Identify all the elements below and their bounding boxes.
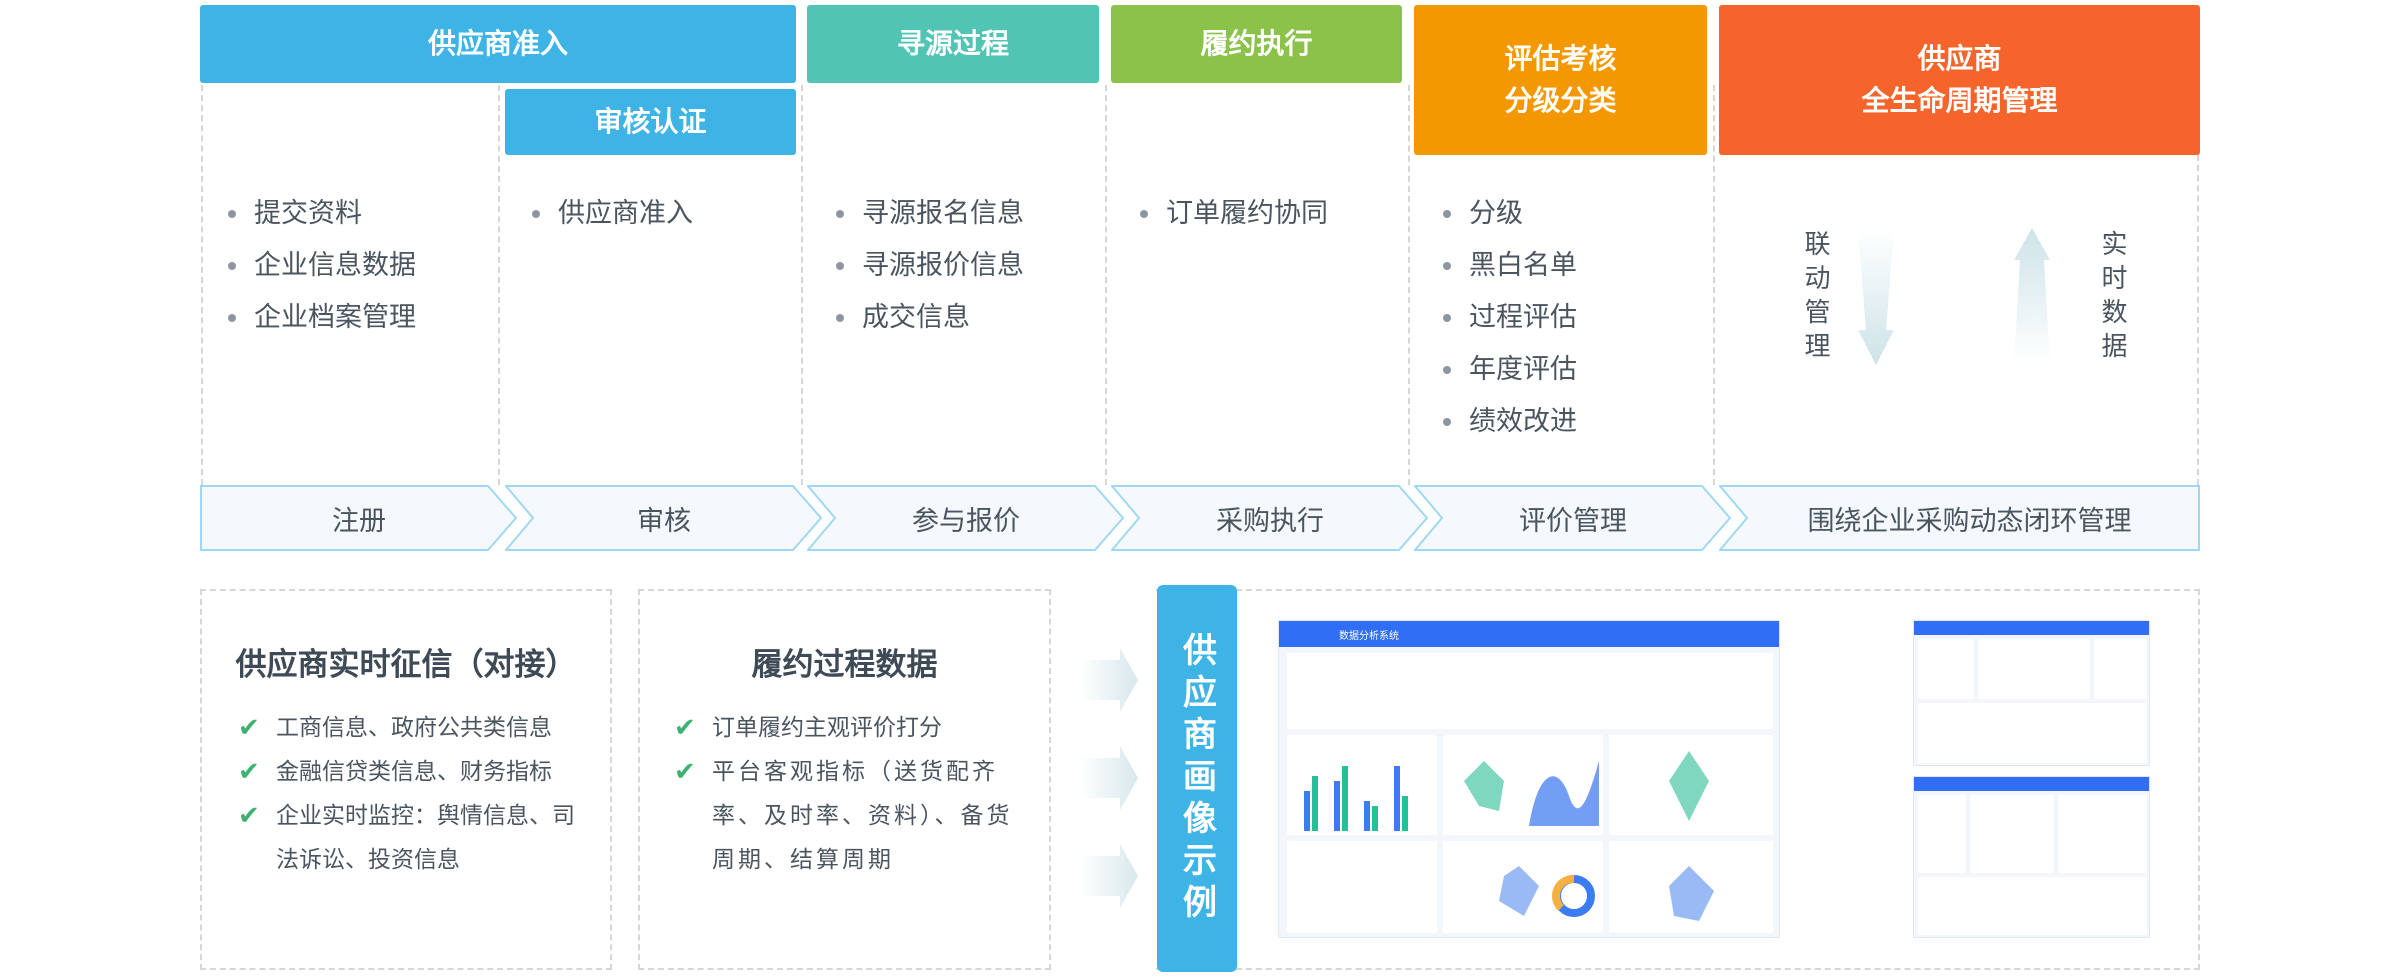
dashboard-screenshot-secondary	[1913, 620, 2150, 766]
portrait-tab: 供应商画像示例	[1157, 585, 1237, 972]
list-item: 分级	[1443, 188, 1577, 240]
flow-arrows-icon	[1080, 648, 1138, 908]
dashboard-nav: 数据分析系统	[1279, 621, 1779, 647]
step-register: 注册	[200, 485, 518, 551]
list-item: ✔金融信贷类信息、财务指标	[238, 750, 582, 794]
check-icon: ✔	[674, 757, 699, 787]
dashboard-nav	[1914, 621, 2149, 635]
divider	[2197, 155, 2199, 485]
donut-chart-thumbnail	[1552, 875, 1595, 917]
bullet-list-evaluation: 分级 黑白名单 过程评估 年度评估 绩效改进	[1443, 188, 1577, 448]
credit-info-box: 供应商实时征信（对接） ✔工商信息、政府公共类信息 ✔金融信贷类信息、财务指标 …	[200, 589, 612, 970]
list-item: 订单履约协同	[1140, 188, 1328, 240]
stage-header-fulfilment: 履约执行	[1111, 5, 1402, 83]
dashboard-screenshot-tertiary	[1913, 776, 2150, 938]
stage-header-lifecycle: 供应商 全生命周期管理	[1719, 5, 2200, 155]
list-item: 黑白名单	[1443, 240, 1577, 292]
list-item: 寻源报价信息	[836, 240, 1024, 292]
list-item: ✔工商信息、政府公共类信息	[238, 706, 582, 750]
divider	[498, 85, 500, 485]
realtime-data-label: 实时数据	[2097, 230, 2127, 366]
supplier-portrait-panel	[1156, 589, 2200, 970]
fulfilment-box-title: 履约过程数据	[751, 647, 938, 683]
step-quote: 参与报价	[807, 485, 1125, 551]
step-audit: 审核	[505, 485, 823, 551]
stage-header-audit-certification: 审核认证	[505, 89, 796, 155]
divider	[1408, 85, 1410, 485]
stage-header-sourcing: 寻源过程	[807, 5, 1099, 83]
step-closed-loop-management: 围绕企业采购动态闭环管理	[1719, 485, 2200, 551]
list-item: ✔企业实时监控：舆情信息、司法诉讼、投资信息	[238, 794, 582, 882]
bar-chart-thumbnail	[1304, 766, 1408, 831]
bullet-list-fulfilment: 订单履约协同	[1140, 188, 1328, 240]
evaluation-title-line2: 分级分类	[1504, 84, 1617, 117]
check-icon: ✔	[674, 713, 696, 743]
divider	[201, 85, 203, 485]
list-item: ✔平台客观指标（送货配齐率、及时率、资料）、备货周期、结算周期	[674, 750, 1021, 882]
lifecycle-title-line2: 全生命周期管理	[1861, 84, 2058, 117]
list-item: 过程评估	[1443, 292, 1577, 344]
bullet-list-audit: 供应商准入	[532, 188, 693, 240]
list-item: 供应商准入	[532, 188, 693, 240]
area-chart-thumbnail	[1529, 761, 1599, 826]
radar-chart-thumbnail	[1499, 866, 1539, 916]
arrow-down-icon	[1858, 230, 1894, 365]
step-purchase-execution: 采购执行	[1111, 485, 1429, 551]
bullet-list-registration: 提交资料 企业信息数据 企业档案管理	[228, 188, 416, 344]
list-item: 寻源报名信息	[836, 188, 1024, 240]
lifecycle-title-line1: 供应商	[1917, 42, 2002, 75]
radar-chart-thumbnail	[1464, 761, 1504, 811]
check-icon: ✔	[238, 713, 260, 743]
dashboard-screenshot-main: 数据分析系统	[1278, 620, 1780, 938]
bullet-list-sourcing: 寻源报名信息 寻源报价信息 成交信息	[836, 188, 1024, 344]
list-item: 年度评估	[1443, 344, 1577, 396]
linked-management-label: 联动管理	[1800, 230, 1830, 366]
radar-chart-thumbnail	[1669, 751, 1709, 821]
check-icon: ✔	[238, 757, 260, 787]
divider	[1713, 85, 1715, 485]
fulfilment-data-box: 履约过程数据 ✔订单履约主观评价打分 ✔平台客观指标（送货配齐率、及时率、资料）…	[638, 589, 1051, 970]
portrait-tab-label: 供应商画像示例	[1176, 631, 1217, 926]
check-icon: ✔	[238, 801, 260, 831]
list-item: 企业信息数据	[228, 240, 416, 292]
arrow-up-icon	[2014, 228, 2050, 363]
evaluation-title-line1: 评估考核	[1504, 42, 1617, 75]
step-evaluation-management: 评价管理	[1414, 485, 1732, 551]
list-item: 企业档案管理	[228, 292, 416, 344]
list-item: 绩效改进	[1443, 396, 1577, 448]
radar-chart-thumbnail	[1669, 866, 1714, 921]
list-item: ✔订单履约主观评价打分	[674, 706, 1021, 750]
list-item: 成交信息	[836, 292, 1024, 344]
list-item: 提交资料	[228, 188, 416, 240]
stage-header-supplier-admission: 供应商准入	[200, 5, 796, 83]
divider	[801, 85, 803, 485]
credit-box-title: 供应商实时征信（对接）	[235, 647, 577, 683]
stage-header-evaluation: 评估考核 分级分类	[1414, 5, 1707, 155]
dashboard-nav	[1914, 777, 2149, 791]
divider	[1105, 85, 1107, 485]
